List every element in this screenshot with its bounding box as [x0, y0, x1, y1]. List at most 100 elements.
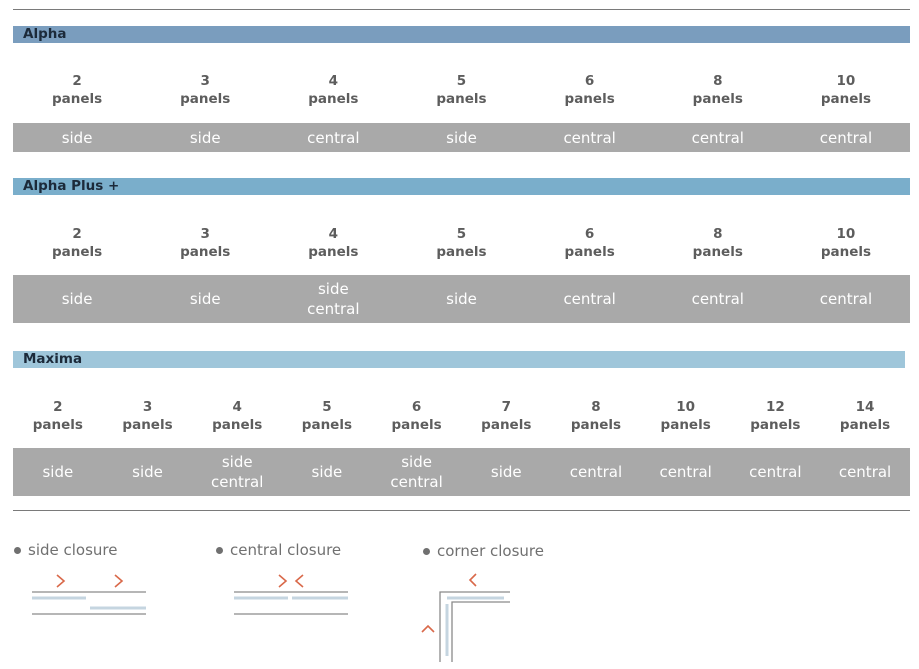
- closure-type-cell: side: [446, 128, 477, 147]
- panel-number: 3: [142, 399, 153, 415]
- panel-label: panels: [570, 417, 622, 433]
- panel-label: panels: [301, 417, 352, 433]
- panel-number: 6: [584, 226, 595, 242]
- panel-number: 12: [765, 399, 785, 415]
- panel-number: 6: [584, 73, 595, 89]
- panel-number: 4: [328, 226, 339, 242]
- panel-number: 8: [591, 399, 601, 415]
- legend-label: central closure: [230, 541, 342, 559]
- panel-number: 10: [836, 73, 856, 89]
- panel-count-cell: 2 panels: [13, 398, 103, 434]
- closure-type-cell: central: [691, 128, 744, 147]
- arrow-up-icon: [421, 624, 435, 633]
- section-title-alpha: Alpha: [13, 26, 910, 43]
- panel-label: panels: [391, 417, 442, 433]
- panel-number: 4: [328, 73, 339, 89]
- panel-count-cell: 4 panels: [192, 398, 282, 434]
- panel-label: panels: [308, 91, 359, 107]
- panel-count-cell: 2 panels: [13, 72, 141, 108]
- panel-label: panels: [436, 91, 487, 107]
- panel-label: panels: [212, 417, 263, 433]
- closure-type-cell: side: [311, 463, 343, 481]
- panel-count-cell: 5 panels: [397, 72, 525, 108]
- central-closure-diagram: [234, 574, 348, 615]
- section-title-maxima: Maxima: [13, 351, 905, 368]
- rail-line: [439, 591, 510, 662]
- closure-type-cell: central: [691, 290, 744, 308]
- panel-label: panels: [692, 244, 743, 260]
- arrow-right-icon: [278, 574, 288, 588]
- section-maxima: Maxima 2 panels 3 panels 4 panels 5 panels 6 pane…: [13, 351, 910, 496]
- panel-count-cell: 4 panels: [269, 72, 397, 108]
- arrow-left-icon: [468, 573, 477, 587]
- closure-type-cell: central: [563, 128, 616, 147]
- rail-line: [451, 601, 510, 662]
- top-divider: [13, 9, 910, 10]
- panel-label: panels: [122, 417, 173, 433]
- side-closure-diagram: [32, 574, 146, 615]
- panel-number: 8: [713, 226, 723, 242]
- closure-type-cell: central: [659, 463, 712, 481]
- panel-number: 2: [53, 399, 63, 415]
- closure-type-cell: side central: [211, 453, 264, 491]
- section-title-alpha-plus: Alpha Plus +: [13, 178, 910, 195]
- panel-label: panels: [660, 417, 711, 433]
- panel-label: panels: [481, 417, 532, 433]
- panel-label: panels: [564, 244, 615, 260]
- closure-type-cell: side: [189, 128, 221, 147]
- corner-closure-diagram: [421, 573, 510, 662]
- panel-label: panels: [51, 91, 103, 107]
- panel-counts-row: 2 panels 3 panels 4 panels 5 panels 6 panels 7 pane…: [13, 398, 910, 434]
- panel-label: panels: [180, 244, 231, 260]
- bullet-icon: [423, 547, 430, 555]
- bullet-icon: [14, 546, 21, 554]
- panel-count-cell: 6 panels: [526, 72, 654, 108]
- bottom-divider: [13, 510, 910, 511]
- panel-label: panels: [436, 244, 487, 260]
- arrow-left-icon: [294, 574, 304, 588]
- panel-count-cell: 5 panels: [397, 225, 525, 261]
- panel-number: 5: [456, 226, 467, 242]
- panel-count-cell: 5 panels: [282, 398, 372, 434]
- legend-side-closure: side closure: [14, 541, 117, 559]
- panel-label: panels: [32, 417, 83, 433]
- panel-count-cell: 8 panels: [551, 398, 641, 434]
- panel-label: panels: [839, 417, 891, 433]
- panel-number: 10: [836, 226, 856, 242]
- panel-number: 5: [456, 73, 467, 89]
- legend-central-closure: central closure: [216, 541, 341, 559]
- closure-type-cell: central: [569, 463, 623, 481]
- panel-number: 8: [713, 73, 723, 89]
- panel-count-cell: 7 panels: [461, 398, 551, 434]
- closure-type-cell: side: [61, 290, 93, 308]
- panel-number: 6: [411, 399, 422, 415]
- panel-count-cell: 6 panels: [526, 225, 654, 261]
- panel-number: 3: [200, 73, 210, 89]
- panel-label: panels: [564, 91, 615, 107]
- closure-type-cell: central: [307, 128, 360, 147]
- closure-type-cell: side: [42, 463, 74, 481]
- panel-number: 2: [72, 73, 82, 89]
- panel-number: 4: [232, 399, 242, 415]
- legend-corner-closure: corner closure: [423, 542, 544, 560]
- panel-number: 2: [72, 226, 82, 242]
- closure-type-cell: side: [61, 128, 93, 147]
- arrow-right-icon: [56, 574, 66, 588]
- closure-type-cell: side: [490, 463, 522, 481]
- panel-number: 7: [501, 399, 511, 415]
- panel-number: 5: [322, 399, 332, 415]
- closure-type-cell: side central: [307, 280, 360, 318]
